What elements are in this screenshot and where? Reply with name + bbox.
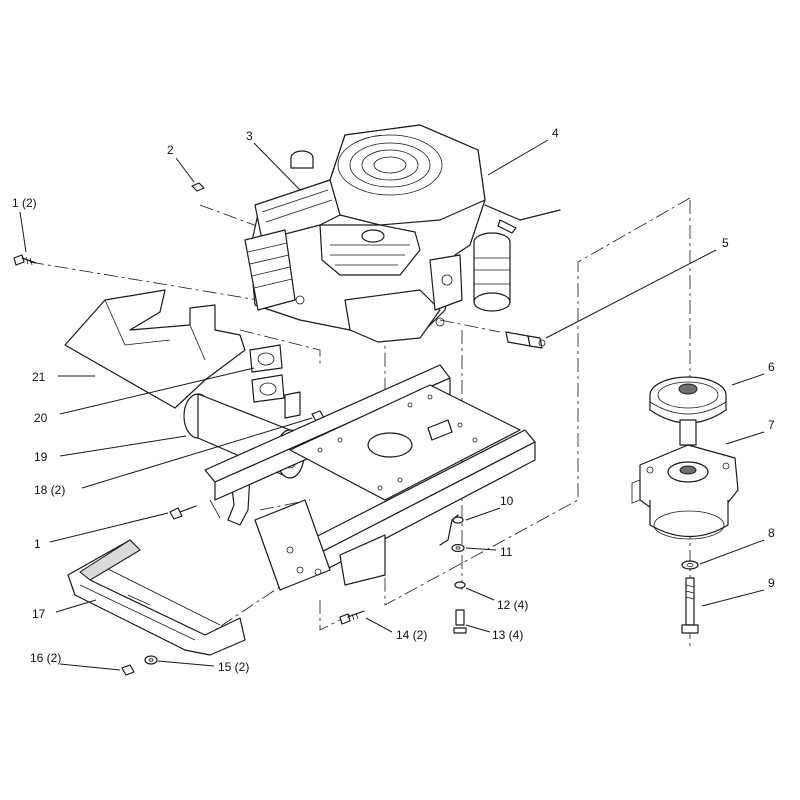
callout-labels: 1 (2) 2 3 4 5 6 7 8 9 10 11 12 (4) 13 (4…: [12, 126, 775, 674]
callout-15-2: 15 (2): [218, 660, 249, 674]
part-11-washer: [451, 543, 465, 553]
callout-17: 17: [32, 607, 46, 621]
callout-14-2: 14 (2): [396, 628, 427, 642]
part-9-bolt: [681, 577, 699, 634]
part-6-pulley: [649, 376, 727, 446]
part-2-nut: [191, 182, 205, 192]
part-8-washer: [681, 560, 699, 570]
part-13-bolt: [453, 609, 467, 634]
part-1-bolt-upper: [13, 254, 37, 266]
part-7-clutch: [631, 444, 739, 540]
part-12-lockwasher: [454, 581, 466, 589]
frame-mounting-plate: [204, 364, 536, 591]
engine-assembly: [244, 124, 561, 343]
callout-1: 1: [34, 537, 41, 551]
part-5-sensor: [505, 331, 546, 349]
callout-21: 21: [32, 370, 46, 384]
callout-1-2: 1 (2): [12, 196, 37, 210]
callout-2: 2: [167, 143, 174, 157]
part-15-washer: [144, 655, 158, 665]
callout-16-2: 16 (2): [30, 651, 61, 665]
callout-7: 7: [768, 418, 775, 432]
part-1-bolt-lower: [169, 505, 197, 520]
part-16-nut: [121, 664, 135, 676]
callout-8: 8: [768, 526, 775, 540]
part-21-heat-shield: [64, 289, 246, 409]
part-10-rod: [439, 514, 464, 546]
callout-3: 3: [246, 129, 253, 143]
part-20-gaskets: [249, 344, 301, 419]
callout-19: 19: [34, 450, 48, 464]
callout-5: 5: [722, 236, 729, 250]
callout-6: 6: [768, 360, 775, 374]
callout-12-4: 12 (4): [497, 598, 528, 612]
part-17-bumper: [67, 539, 246, 656]
callout-20: 20: [34, 411, 48, 425]
callout-10: 10: [500, 494, 514, 508]
callout-18-2: 18 (2): [34, 483, 65, 497]
leader-lines: [19, 139, 765, 671]
callout-11: 11: [500, 545, 513, 559]
callout-9: 9: [768, 576, 775, 590]
part-14-bolt: [339, 610, 365, 625]
callout-4: 4: [552, 126, 559, 140]
callout-13-4: 13 (4): [492, 628, 523, 642]
